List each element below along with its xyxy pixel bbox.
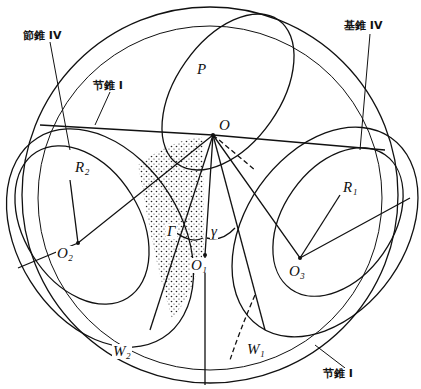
cone-name: 基錐 IV — [343, 20, 383, 31]
shaded-zone — [138, 137, 204, 318]
cone-name: 节錐 I — [92, 80, 124, 91]
point-label: W₁ — [246, 342, 266, 357]
radius-r2 — [70, 180, 78, 243]
axis-right — [213, 135, 410, 258]
point-label: O₁ — [190, 258, 208, 273]
right-outer-cone — [194, 92, 421, 372]
point-label: Γ — [166, 224, 177, 239]
point-label: R₁ — [342, 180, 358, 195]
point — [203, 253, 207, 257]
point-label: O₂ — [56, 246, 74, 261]
left-outer-cone — [0, 94, 232, 381]
cone-name: 节錐 I — [322, 368, 354, 379]
cone-name: 節錐 IV — [22, 30, 62, 41]
radius-r1 — [300, 195, 340, 258]
cone-line — [150, 135, 213, 330]
point-label: O₃ — [288, 264, 306, 279]
inner-circle — [38, 26, 382, 370]
point — [76, 241, 80, 245]
outer-circle — [22, 7, 398, 383]
cone-line — [213, 135, 385, 150]
axis-left — [18, 135, 213, 268]
leader-line — [315, 345, 345, 368]
point-label: P — [196, 62, 207, 77]
point — [211, 133, 215, 137]
point-label: W₂ — [112, 344, 132, 359]
left-inner-cone — [0, 121, 177, 328]
point-label: γ — [210, 224, 218, 239]
leader-line — [360, 34, 370, 150]
right-inner-cone — [246, 123, 421, 320]
point-label: R₂ — [74, 160, 90, 175]
cone-line-dashed — [213, 135, 255, 170]
leader-line — [95, 92, 110, 125]
point — [298, 256, 302, 260]
point-label: O — [218, 118, 231, 133]
cone-p — [135, 0, 321, 194]
cone-line — [213, 135, 265, 330]
leader-line — [50, 42, 70, 150]
